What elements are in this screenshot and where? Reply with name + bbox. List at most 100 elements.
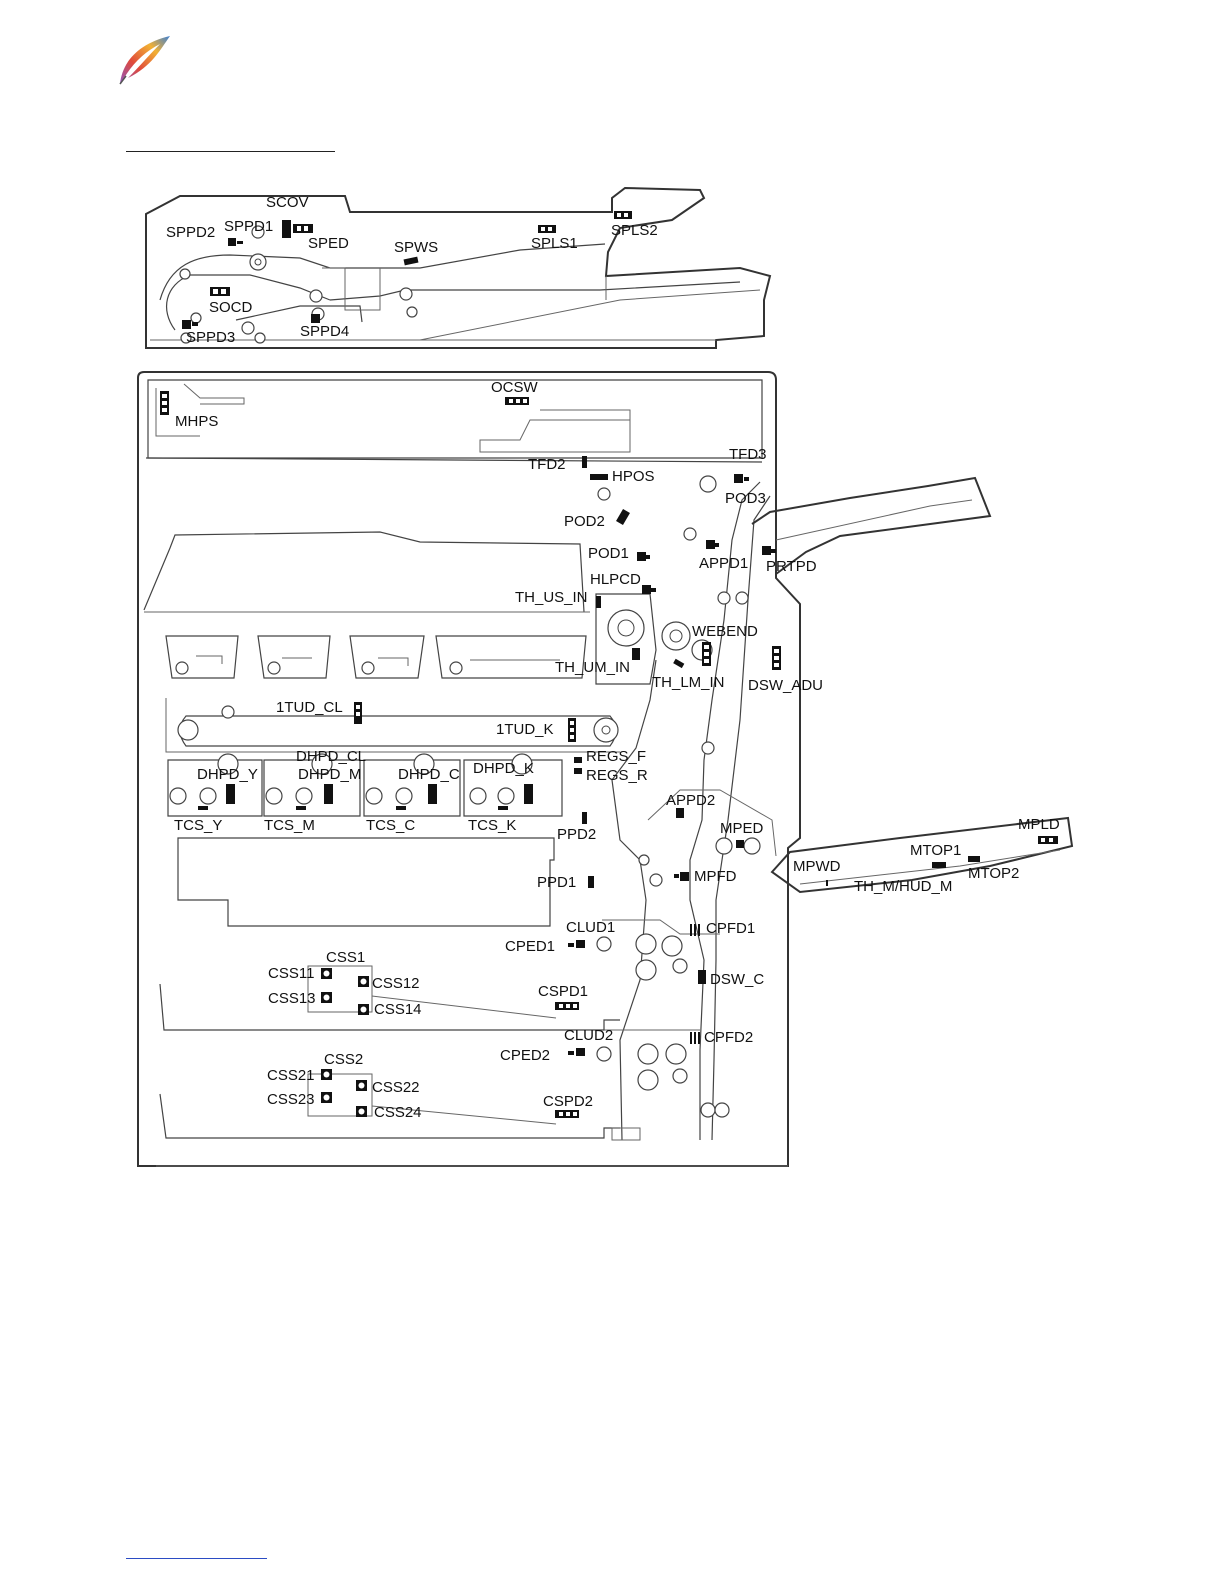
label-tcs-k: TCS_K: [468, 817, 516, 834]
label-regs-r: REGS_R: [586, 767, 648, 784]
label-ppd2: PPD2: [557, 826, 596, 843]
document-feeder: [145, 186, 772, 349]
label-css11: CSS11: [268, 965, 314, 982]
label-mpfd: MPFD: [694, 868, 737, 885]
label-pod3: POD3: [725, 490, 766, 507]
label-mhps: MHPS: [175, 413, 218, 430]
label-tcs-y: TCS_Y: [174, 817, 222, 834]
label-webend: WEBEND: [692, 623, 758, 640]
label-dhpd-m: DHPD_M: [298, 766, 361, 783]
label-appd1: APPD1: [699, 555, 748, 572]
sensor-th-lm-in: TH_LM_IN: [652, 658, 725, 691]
label-sppd1: SPPD1: [224, 218, 273, 235]
sensor-appd1: APPD1: [699, 540, 748, 572]
label-css12: CSS12: [372, 975, 420, 992]
label-appd2: APPD2: [666, 792, 715, 809]
label-mped: MPED: [720, 820, 764, 837]
sensor-th-us-in: TH_US_IN: [515, 589, 601, 608]
label-dhpd-y: DHPD_Y: [197, 766, 258, 783]
sensor-dhpd-m: DHPD_M: [298, 766, 361, 804]
sensor-cped2: CPED2: [500, 1047, 585, 1064]
label-tfd2: TFD2: [528, 456, 566, 473]
sensor-1tud-k: 1TUD_K: [496, 718, 576, 742]
label-cpfd1: CPFD1: [706, 920, 755, 937]
label-clud2: CLUD2: [564, 1027, 613, 1044]
label-sppd3: SPPD3: [186, 329, 235, 346]
sensor-sppd3: SPPD3: [182, 320, 235, 346]
sensor-cspd1: CSPD1: [538, 983, 588, 1010]
label-css2: CSS2: [324, 1051, 363, 1068]
sensor-scov: SCOV: [266, 194, 313, 238]
sensor-th-um-in: TH_UM_IN: [555, 648, 640, 676]
label-regs-f: REGS_F: [586, 748, 646, 765]
sensor-appd2: APPD2: [666, 792, 715, 818]
label-prtpd: PRTPD: [766, 558, 817, 575]
sensor-socd: SOCD: [209, 287, 253, 316]
sensor-spls2: SPLS2: [611, 211, 658, 239]
label-clud1: CLUD1: [566, 919, 615, 936]
sensors: SCOV SPPD1 SPPD2 SPED SPWS SPLS1 SPLS2 S…: [160, 194, 1060, 1121]
sensor-mtop: MTOP1 MTOP2: [910, 842, 1019, 882]
label-mtop2: MTOP2: [968, 865, 1019, 882]
sensor-tfd2: TFD2: [528, 456, 587, 473]
sensor-dhpd-y: DHPD_Y: [197, 766, 258, 804]
sensor-1tud-cl: 1TUD_CL: [276, 699, 362, 724]
label-tfd3: TFD3: [729, 446, 767, 463]
sensor-sppd4: SPPD4: [300, 314, 349, 340]
label-spls2: SPLS2: [611, 222, 658, 239]
label-dhpd-k: DHPD_K: [473, 760, 534, 777]
label-hlpcd: HLPCD: [590, 571, 641, 588]
label-css21: CSS21: [267, 1067, 315, 1084]
sensor-hpos: HPOS: [590, 468, 655, 485]
sensor-prtpd: PRTPD: [762, 546, 817, 575]
sensor-mhps: MHPS: [160, 391, 218, 430]
label-tcs-c: TCS_C: [366, 817, 415, 834]
sensor-webend: WEBEND: [692, 623, 758, 666]
label-dsw-c: DSW_C: [710, 971, 764, 988]
label-ocsw: OCSW: [491, 379, 539, 396]
sensor-ppd2: PPD2: [557, 812, 596, 843]
sensor-mpfd: MPFD: [674, 868, 737, 885]
label-1tud-k: 1TUD_K: [496, 721, 554, 738]
label-spls1: SPLS1: [531, 235, 578, 252]
css1-switches: [321, 968, 369, 1015]
label-dhpd-c: DHPD_C: [398, 766, 460, 783]
label-css24: CSS24: [374, 1104, 422, 1121]
css2-switches: [321, 1069, 367, 1117]
sensor-cspd2: CSPD2: [543, 1093, 593, 1118]
label-mpld: MPLD: [1018, 816, 1060, 833]
label-sppd2: SPPD2: [166, 224, 215, 241]
label-css14: CSS14: [374, 1001, 422, 1018]
sensor-th-m-hud-m: TH_M/HUD_M: [826, 878, 952, 895]
label-css13: CSS13: [268, 990, 316, 1007]
label-mtop1: MTOP1: [910, 842, 961, 859]
sensor-cped1: CPED1: [505, 938, 585, 955]
sensor-dhpd-k: DHPD_K: [473, 760, 534, 804]
sensor-cpfd1: CPFD1: [690, 920, 755, 937]
label-css1: CSS1: [326, 949, 365, 966]
label-ppd1: PPD1: [537, 874, 576, 891]
label-sppd4: SPPD4: [300, 323, 349, 340]
sensor-tfd3: TFD3: [729, 446, 767, 483]
label-dsw-adu: DSW_ADU: [748, 677, 823, 694]
sensor-mpld: MPLD: [1018, 816, 1060, 844]
sensor-ppd1: PPD1: [537, 874, 594, 891]
sensor-dsw-adu: DSW_ADU: [748, 646, 823, 694]
label-socd: SOCD: [209, 299, 253, 316]
label-cspd2: CSPD2: [543, 1093, 593, 1110]
sensor-pod2: POD2: [564, 508, 630, 530]
feather-logo-icon: [119, 36, 170, 85]
label-pod2: POD2: [564, 513, 605, 530]
label-th-m-hud-m: TH_M/HUD_M: [854, 878, 952, 895]
label-scov: SCOV: [266, 194, 309, 211]
label-dhpd-cl: DHPD_CL: [296, 748, 366, 765]
label-cped2: CPED2: [500, 1047, 550, 1064]
sensor-ocsw: OCSW: [491, 379, 539, 405]
label-sped: SPED: [308, 235, 349, 252]
label-css22: CSS22: [372, 1079, 420, 1096]
label-1tud-cl: 1TUD_CL: [276, 699, 343, 716]
label-pod1: POD1: [588, 545, 629, 562]
main-body: [137, 371, 1074, 1167]
label-cspd1: CSPD1: [538, 983, 588, 1000]
label-hpos: HPOS: [612, 468, 655, 485]
